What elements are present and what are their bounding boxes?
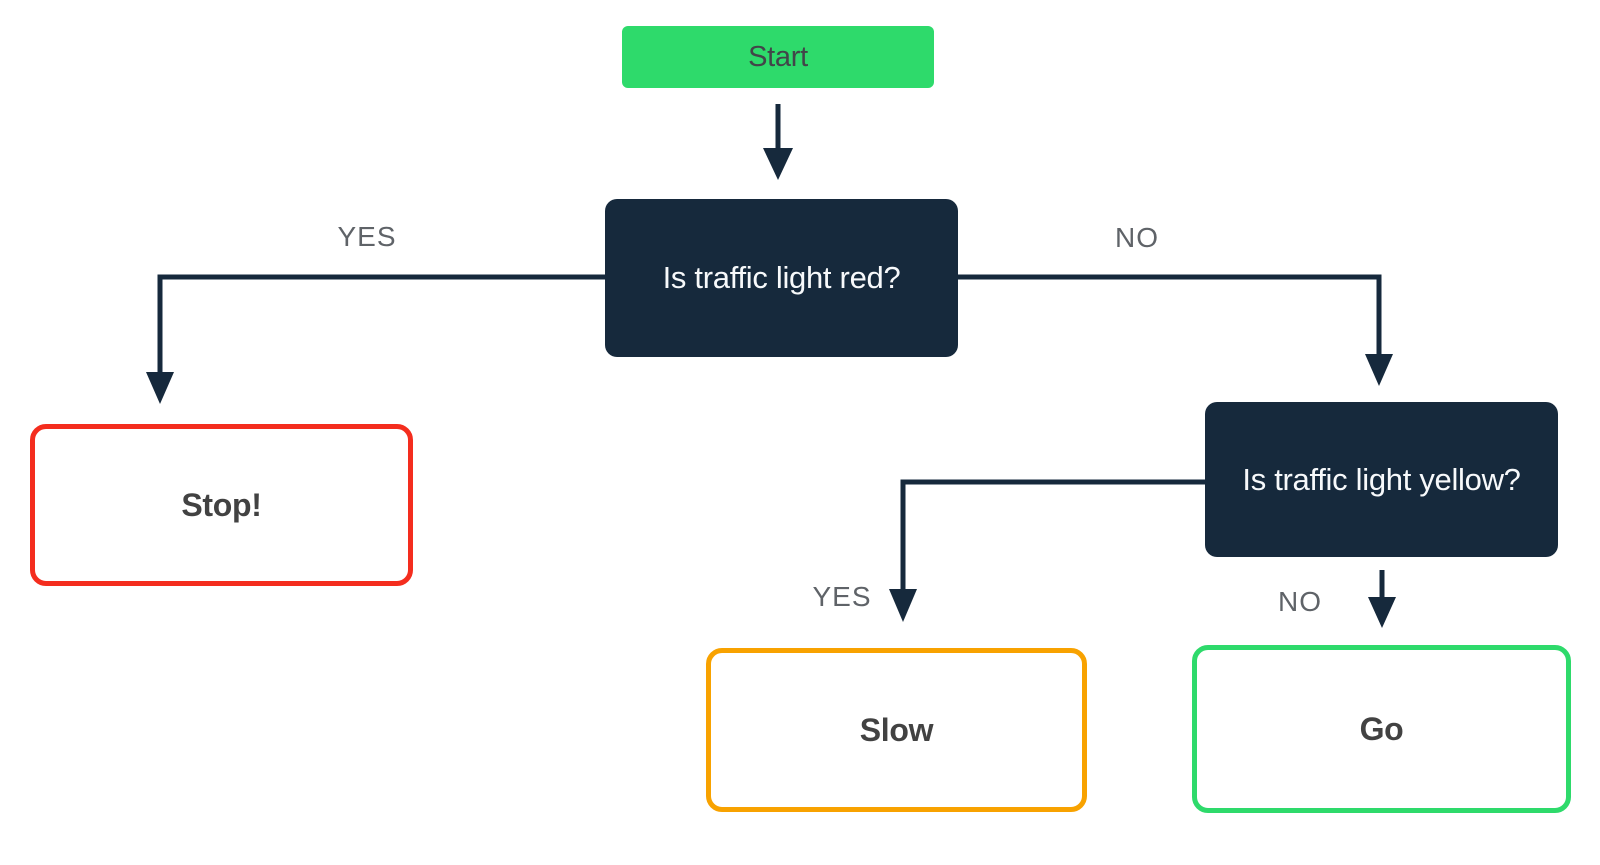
edge-red-no [958, 274, 1393, 386]
node-decision-yellow-label: Is traffic light yellow? [1242, 461, 1521, 497]
node-start-label: Start [748, 40, 808, 73]
arrowhead-down-icon [763, 148, 793, 180]
edge-yellow-yes-line [900, 479, 1205, 591]
node-decision-yellow: Is traffic light yellow? [1205, 402, 1558, 557]
edge-red-yes-line [157, 274, 605, 374]
node-slow-label: Slow [859, 711, 934, 748]
edge-label-red-yes: YES [337, 221, 397, 252]
edge-red-yes [146, 274, 605, 404]
arrowhead-down-icon [1365, 354, 1393, 386]
edge-label-yellow-no: NO [1278, 586, 1322, 617]
node-go: Go [1192, 645, 1571, 813]
arrowhead-down-icon [1368, 597, 1396, 628]
edge-yellow-no [1368, 570, 1396, 628]
node-decision-red: Is traffic light red? [605, 199, 958, 357]
node-slow: Slow [706, 648, 1087, 812]
node-start: Start [622, 26, 934, 88]
edge-label-red-no: NO [1115, 222, 1159, 253]
node-decision-red-label: Is traffic light red? [662, 260, 901, 295]
edge-start-to-red [763, 104, 793, 180]
arrowhead-down-icon [146, 372, 174, 404]
edge-yellow-yes [889, 479, 1205, 622]
node-go-label: Go [1359, 710, 1404, 747]
node-stop-label: Stop! [181, 486, 262, 523]
node-stop: Stop! [30, 424, 413, 586]
edge-label-yellow-yes: YES [812, 581, 872, 612]
arrowhead-down-icon [889, 589, 917, 622]
edge-red-no-line [958, 274, 1382, 356]
